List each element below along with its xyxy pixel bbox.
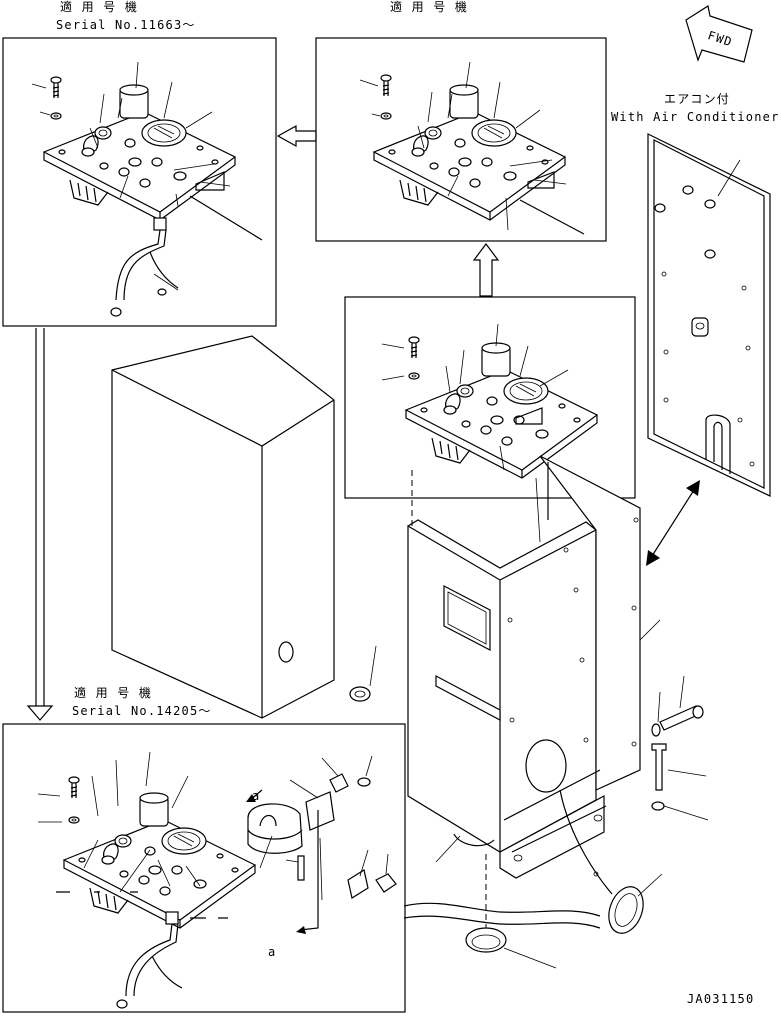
screw xyxy=(408,336,420,359)
control-plate xyxy=(43,84,236,221)
flow-arrow-up xyxy=(472,243,500,297)
washer xyxy=(68,816,80,824)
applicable-models-label: 適 用 号 機 xyxy=(74,685,152,700)
reference-a-label: a xyxy=(252,789,260,803)
aircon-panel: エアコン付 With Air Conditioner xyxy=(611,92,780,497)
screw xyxy=(380,74,392,97)
washer xyxy=(408,372,420,380)
install-double-arrow xyxy=(646,480,700,566)
control-plate xyxy=(405,342,598,479)
detail-panel-current xyxy=(344,296,636,499)
flow-arrow-down xyxy=(26,328,54,721)
control-plate xyxy=(63,792,256,929)
washer xyxy=(380,112,392,120)
control-plate xyxy=(373,84,566,221)
screw xyxy=(68,776,80,799)
serial-label-14205: Serial No.14205～ xyxy=(72,704,212,718)
detail-panel-11663: 適 用 号 機 Serial No.11663～ xyxy=(2,0,277,327)
serial-label-11663: Serial No.11663～ xyxy=(56,18,196,32)
washer xyxy=(50,112,62,120)
reference-a-label: a xyxy=(268,945,276,959)
detail-panel-10621-11662: 適 用 号 機 xyxy=(315,0,607,242)
drawing-number: JA031150 xyxy=(687,992,754,1006)
detail-panel-14205: 適 用 号 機 Serial No.14205～ a a xyxy=(2,685,406,1013)
main-cabinet xyxy=(403,455,709,969)
with-air-conditioner-label: With Air Conditioner xyxy=(611,110,780,124)
applicable-models-label: 適 用 号 機 xyxy=(390,0,468,14)
fwd-arrow: FWD xyxy=(685,5,753,63)
cover-box xyxy=(111,335,377,719)
aircon-label-ja: エアコン付 xyxy=(664,92,730,106)
screw xyxy=(50,76,62,99)
applicable-models-label: 適 用 号 機 xyxy=(60,0,138,14)
flow-arrow-left xyxy=(276,124,317,148)
